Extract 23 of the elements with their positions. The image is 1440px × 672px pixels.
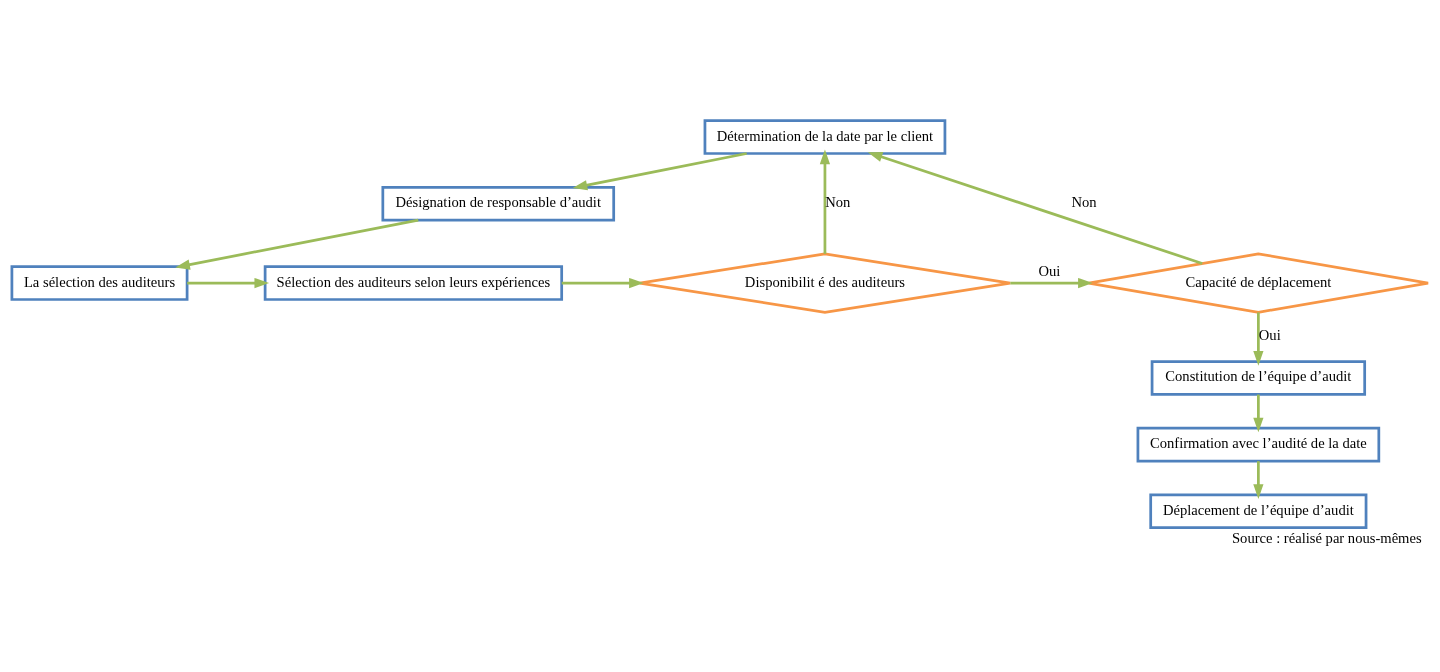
node-box: Désignation de responsable d’audit (381, 185, 616, 222)
caption: Source : réalisé par nous-mêmes (1231, 529, 1422, 546)
node-box: Confirmation avec l’audité de la date (1136, 426, 1381, 463)
arrow (1253, 461, 1264, 499)
arrow (561, 277, 644, 289)
node-box: Déplacement de l’équipe d’audit (1149, 493, 1368, 529)
node-box: Sélection des auditeurs selon leurs expériences (263, 265, 564, 301)
edge-label: Oui (1258, 327, 1281, 344)
node-diamond: Capacité de déplacement (1087, 252, 1430, 314)
node-box: La sélection des auditeurs (10, 265, 189, 301)
node-box: Constitution de l’équipe d’audit (1150, 360, 1367, 396)
edge-label: Oui (1038, 262, 1061, 279)
arrow (1253, 394, 1264, 433)
arrow (867, 152, 1203, 265)
arrow (572, 152, 747, 191)
arrow (1010, 277, 1093, 289)
arrow (187, 277, 270, 289)
node-diamond: Disponibilit é des auditeurs (638, 252, 1012, 314)
arrow (175, 218, 419, 270)
node-box: Détermination de la date par le client (703, 119, 947, 155)
arrow (819, 149, 831, 254)
edge-label: Non (1071, 194, 1097, 211)
arrow (1253, 312, 1264, 366)
